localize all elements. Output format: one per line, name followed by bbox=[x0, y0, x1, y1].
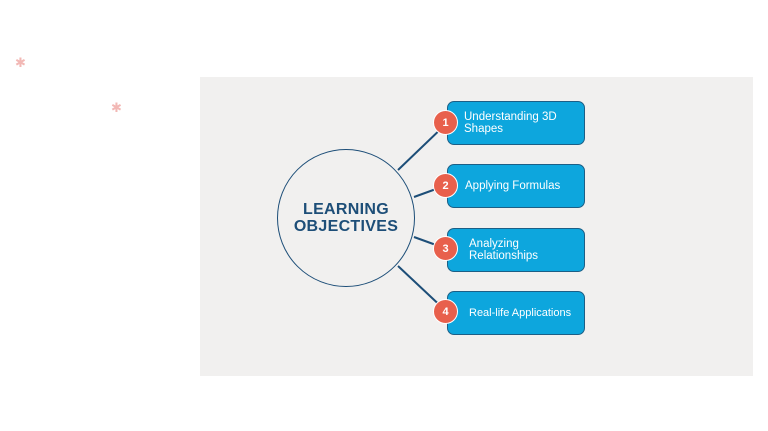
objective-card-4: Real-life Applications bbox=[447, 291, 585, 335]
objective-label-4: Real-life Applications bbox=[469, 306, 572, 319]
objective-label-1: Understanding 3D Shapes bbox=[464, 110, 557, 136]
objective-number-3: 3 bbox=[433, 236, 458, 261]
objective-number-4: 4 bbox=[433, 299, 458, 324]
objective-card-2: Applying Formulas bbox=[447, 164, 585, 208]
objective-number-2: 2 bbox=[433, 173, 458, 198]
hub-title: LEARNING OBJECTIVES bbox=[293, 201, 399, 235]
objective-card-3: Analyzing Relationships bbox=[447, 228, 585, 272]
objective-number-1: 1 bbox=[433, 110, 458, 135]
objective-label-3: Analyzing Relationships bbox=[469, 237, 539, 263]
star-icon: ✱ bbox=[15, 55, 26, 70]
star-icon: ✱ bbox=[111, 100, 122, 115]
learning-objectives-hub: LEARNING OBJECTIVES bbox=[277, 149, 415, 287]
objective-card-1: Understanding 3D Shapes bbox=[447, 101, 585, 145]
objective-label-2: Applying Formulas bbox=[465, 179, 561, 192]
